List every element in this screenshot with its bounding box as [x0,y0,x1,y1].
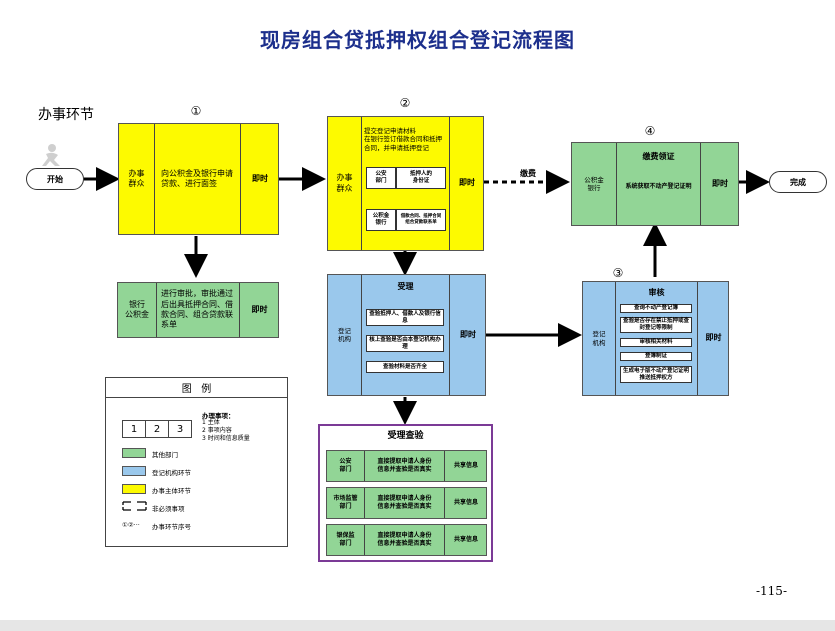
legend: 图 例 1 2 3 办理事项： 1 主体 2 事项内容 3 时间和信息质量 其他… [105,377,288,547]
box-apply-time: 即时 [252,173,268,183]
box-submit-actor: 办事 群众 [336,173,353,193]
box-submit-materials: 办事 群众 提交登记申请材料 在银行签订借款合同和抵押合同，并申请抵押登记 公安… [327,116,484,251]
verify-row-bank-share: 共享信息 [453,536,478,544]
verify-row-market-dept: 市场监管 部门 [333,495,358,510]
legend-title: 图 例 [106,378,287,398]
accept-item-1: 查验抵押人、借款人及银行信息 [366,309,444,326]
inner-fund-bank: 公积金 银行 [366,209,396,231]
legend-cell-sample: 1 2 3 [122,420,192,438]
box-review-heading: 审核 [648,287,665,297]
box-review-time: 即时 [705,333,722,343]
step-number-3: ③ [612,266,624,280]
legend-swatch-yellow [122,484,146,494]
legend-cell-2: 2 [146,421,169,437]
accept-item-2: 核上查验是否由本登记机构办理 [366,335,444,352]
box-accept-actor: 登记 机构 [338,326,351,343]
legend-swatch-blue [122,466,146,476]
box-accept-heading: 受理 [397,281,414,291]
page-title: 现房组合贷抵押权组合登记流程图 [260,28,575,52]
accept-item-3: 查验材料是否齐全 [366,361,444,373]
box-cert-actor: 公积金 银行 [584,175,604,192]
verify-heading: 受理查验 [387,431,424,442]
legend-item-2: 2 事项内容 [202,427,232,435]
verify-row-market: 市场监管 部门 直接提取申请人身份 信息并查验是否真实 共享信息 [326,487,487,519]
box-submit-content: 提交登记申请材料 在银行签订借款合同和抵押合同，并申请抵押登记 [364,127,442,152]
box-review-actor: 登记 机构 [592,330,606,347]
box-cert-time: 即时 [712,178,728,188]
fee-label: 缴费 [520,169,536,178]
bottom-scrollbar[interactable] [0,620,835,631]
verify-row-market-content: 直接提取申请人身份 信息并查验是否真实 [377,495,432,510]
verify-row-bank-dept: 银保监 部门 [336,532,355,547]
inner-police-dept: 公安 部门 [366,167,396,189]
box-accept-time: 即时 [460,329,476,339]
step-number-1: ① [190,104,202,118]
verify-row-market-share: 共享信息 [453,499,478,507]
review-item-3: 审核相关材料 [620,338,692,347]
verify-row-police-dept: 公安 部门 [339,458,352,473]
box-accept: 登记 机构 受理 查验抵押人、借款人及银行信息 核上查验是否由本登记机构办理 查… [327,274,486,396]
verify-row-police-content: 直接提取申请人身份 信息并查验是否真实 [377,458,432,473]
legend-entry-applicant: 办事主体环节 [152,487,191,495]
end-node: 完成 [769,171,827,193]
verify-row-bank: 银保监 部门 直接提取申请人身份 信息并查验是否真实 共享信息 [326,524,487,556]
box-apply-actor: 办事 群众 [128,168,145,188]
legend-num-sample: ①②··· [122,521,140,529]
box-get-certificate: 公积金 银行 缴费领证 系统获取不动产登记证明 即时 [571,142,739,226]
box-cert-heading: 缴费领证 [642,151,675,161]
start-node: 开始 [26,168,84,190]
person-icon [42,144,60,166]
review-item-4: 登簿制证 [620,352,692,361]
verify-row-police-share: 共享信息 [453,462,478,470]
review-item-1: 查询不动产登记簿 [620,304,692,313]
legend-entry-optional: 非必须事项 [152,505,185,513]
legend-entry-step-number: 办事环节序号 [152,523,191,531]
box-apply-content: 向公积金及银行申请贷款、进行面签 [161,168,233,188]
page-number: -115- [755,584,787,598]
legend-swatch-green [122,448,146,458]
box-submit-time: 即时 [459,178,475,188]
inner-mortgagor-id: 抵押人的 身份证 [396,167,446,189]
verify-row-police: 公安 部门 直接提取申请人身份 信息并查验是否真实 共享信息 [326,450,487,482]
legend-item-3: 3 时间和信息质量 [202,435,250,443]
review-item-5: 生成电子版不动产登记证明推送抵押权方 [620,366,692,383]
box-review: 登记 机构 审核 查询不动产登记簿 查验是否存在禁止抵押或查封登记等限制 审核相… [582,281,729,396]
box-apply-loan: 办事 群众 向公积金及银行申请贷款、进行面签 即时 [118,123,279,235]
legend-entry-registry: 登记机构环节 [152,469,191,477]
box-bank-time: 即时 [251,304,268,314]
legend-entry-other: 其他部门 [152,451,178,459]
legend-cell-1: 1 [123,421,146,437]
legend-items: 1 主体 2 事项内容 3 时间和信息质量 [202,419,250,443]
verify-row-bank-content: 直接提取申请人身份 信息并查验是否真实 [377,532,432,547]
box-bank-actor: 银行 公积金 [125,299,149,319]
box-bank-approval: 银行 公积金 进行审批，审批通过后出具抵押合同、借款合同、组合贷款联系单 即时 [117,282,279,338]
box-bank-content: 进行审批，审批通过后出具抵押合同、借款合同、组合贷款联系单 [161,289,233,330]
inner-contracts: 借款合同、抵押合同 组合贷款联系单 [396,209,446,231]
box-cert-content: 系统获取不动产登记证明 [625,183,692,191]
box-verify: 受理查验 公安 部门 直接提取申请人身份 信息并查验是否真实 共享信息 市场监管… [318,424,493,562]
legend-items-title: 办理事项： [202,412,235,420]
step-number-2: ② [399,96,411,110]
review-item-2: 查验是否存在禁止抵押或查封登记等限制 [620,317,692,333]
step-number-4: ④ [644,124,656,138]
legend-item-1: 1 主体 [202,419,220,426]
legend-cell-3: 3 [176,423,184,435]
legend-dashed-icon [122,501,147,511]
section-label: 办事环节 [38,107,94,123]
